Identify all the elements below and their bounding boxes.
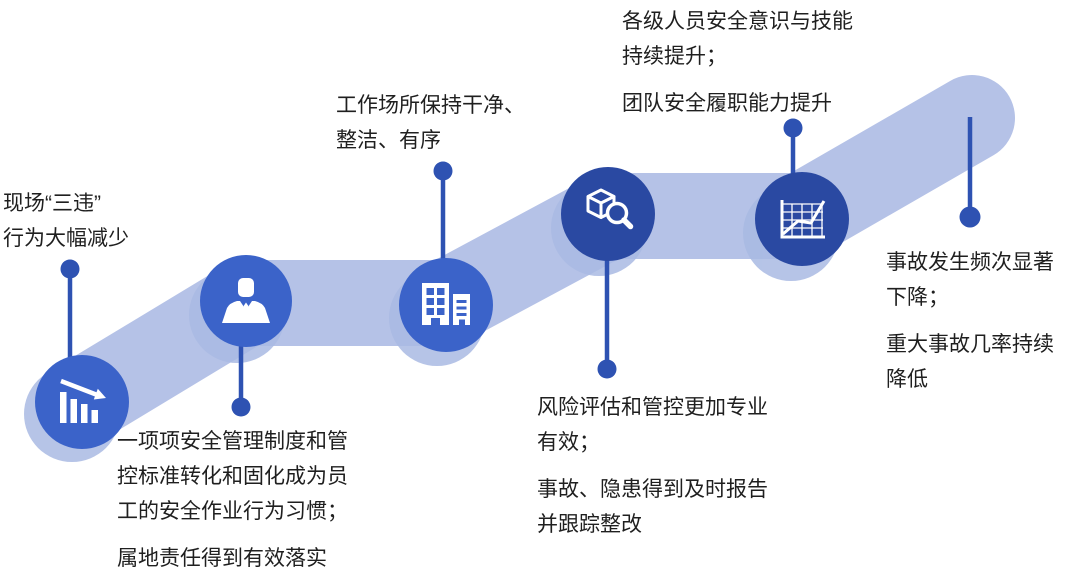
connector-dots (60, 118, 981, 417)
businessman-icon (222, 278, 270, 323)
label-line: 风险评估和管控更加专业 (537, 396, 768, 419)
label-line: 下降； (886, 286, 949, 309)
label-line: 各级人员安全意识与技能 (622, 10, 853, 33)
milestone-label-2: 一项项安全管理制度和管 控标准转化和固化成为员 工的安全作业行为习惯； 属地责任… (117, 424, 407, 572)
label-line: 行为大幅减少 (3, 227, 129, 250)
milestone-label-3: 工作场所保持干净、 整洁、有序 (336, 88, 576, 158)
label-line: 团队安全履职能力提升 (622, 92, 832, 115)
milestone-label-4: 风险评估和管控更加专业 有效； 事故、隐患得到及时报告 并跟踪整改 (537, 390, 827, 542)
label-line: 事故、隐患得到及时报告 (537, 478, 768, 501)
milestone-node-1 (35, 355, 129, 449)
label-line: 工的安全作业行为习惯； (117, 500, 348, 523)
label-line: 一项项安全管理制度和管 (117, 430, 348, 453)
connector-dot-3 (433, 161, 453, 181)
connector-dot-4 (597, 359, 617, 379)
label-line: 控标准转化和固化成为员 (117, 465, 348, 488)
milestone-label-5: 各级人员安全意识与技能 持续提升； 团队安全履职能力提升 (622, 4, 892, 121)
declining-bars-icon (60, 378, 106, 423)
label-line: 并跟踪整改 (537, 513, 642, 536)
endpoint-label: 事故发生频次显著 下降； 重大事故几率持续 降低 (886, 245, 1086, 397)
ascending-band (39, 75, 1015, 445)
label-line: 整洁、有序 (336, 129, 441, 152)
connector-dot-2 (231, 397, 251, 417)
connector-dot-5 (783, 118, 803, 138)
label-line: 降低 (886, 368, 928, 391)
label-line: 重大事故几率持续 (886, 333, 1054, 356)
label-line: 事故发生频次显著 (886, 251, 1054, 274)
buildings-icon (422, 283, 470, 325)
cube-magnifier-icon (586, 188, 634, 230)
milestone-label-1: 现场“三违” 行为大幅减少 (3, 186, 193, 256)
connectors (67, 117, 973, 404)
label-line: 现场“三违” (3, 192, 101, 215)
label-line: 工作场所保持干净、 (336, 94, 525, 117)
connector-dot-6 (959, 206, 981, 228)
label-line: 持续提升； (622, 45, 727, 68)
label-line: 属地责任得到有效落实 (117, 547, 327, 570)
label-line: 有效； (537, 431, 600, 454)
line-chart-icon (780, 200, 826, 239)
connector-dot-1 (60, 259, 80, 279)
